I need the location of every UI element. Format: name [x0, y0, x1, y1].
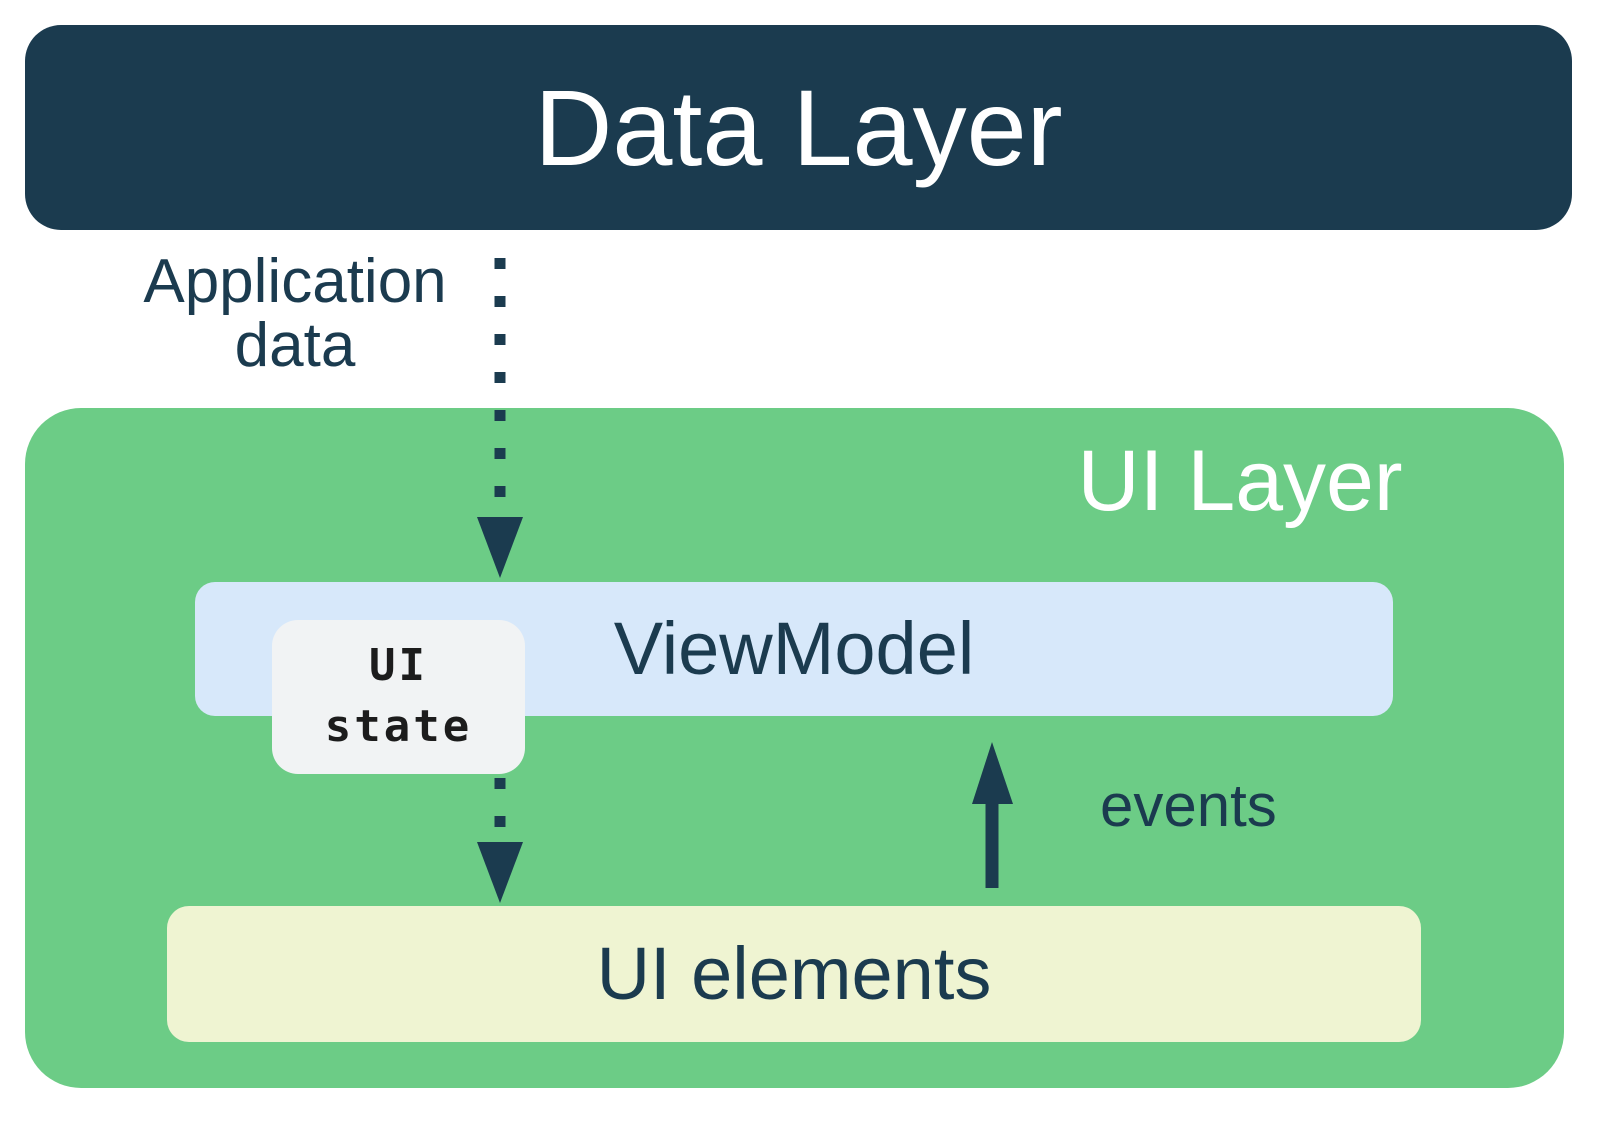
application-data-label: Application data	[130, 247, 460, 381]
ui-elements-box: UI elements	[167, 906, 1421, 1042]
data-layer-box: Data Layer	[25, 25, 1572, 230]
application-data-label-line1: Application	[143, 247, 447, 316]
events-label: events	[1100, 772, 1277, 839]
ui-layer-title: UI Layer	[1077, 433, 1403, 529]
ui-elements-title: UI elements	[596, 932, 992, 1015]
viewmodel-title: ViewModel	[613, 607, 975, 690]
ui-state-label-line1: UI	[369, 640, 428, 692]
data-layer-title: Data Layer	[534, 66, 1063, 188]
application-data-label-line2: data	[234, 311, 356, 381]
ui-state-label-line2: state	[324, 701, 473, 752]
ui-state-box: UI state	[272, 620, 525, 774]
